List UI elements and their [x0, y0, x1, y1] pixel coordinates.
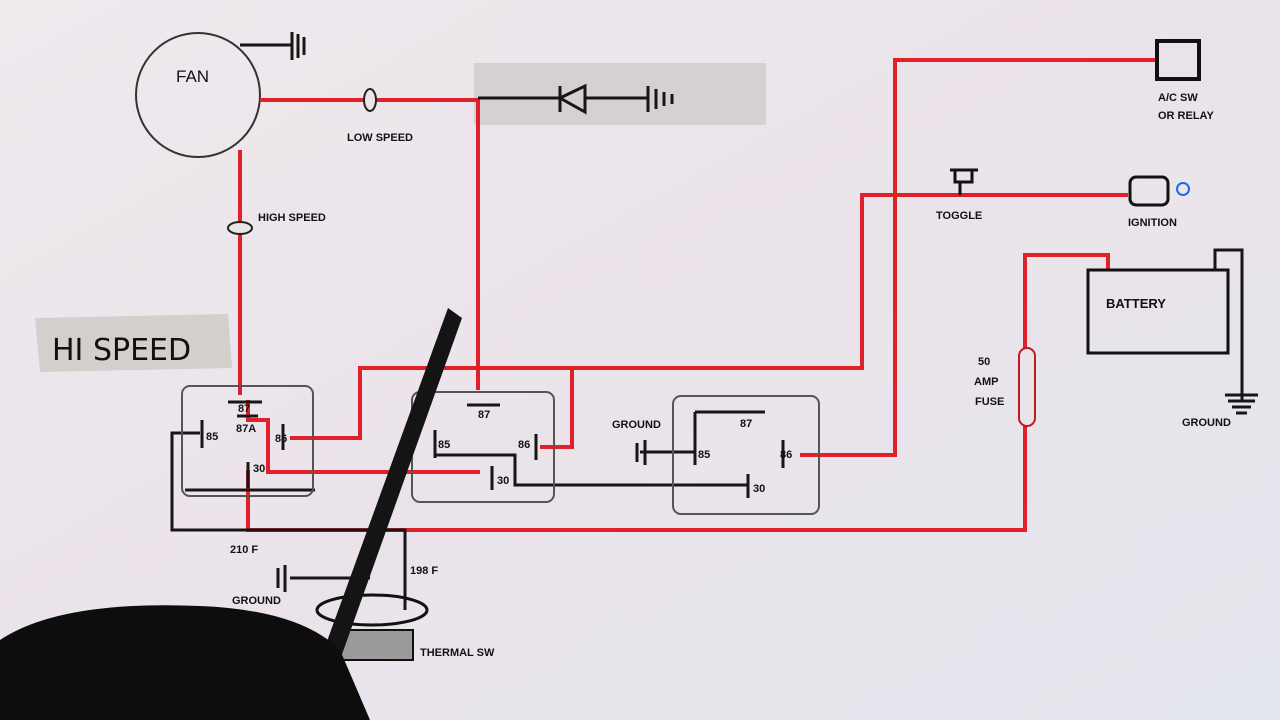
relay3-pin87: 87 — [740, 418, 752, 430]
relay2-pin86: 86 — [518, 439, 530, 451]
relay3-ground: GROUND — [612, 419, 661, 431]
fuse-label-1: 50 — [978, 356, 990, 368]
relay2-pin30: 30 — [497, 475, 509, 487]
fan-label: FAN — [176, 67, 209, 86]
fuse-icon — [1018, 347, 1036, 427]
ignition-label: IGNITION — [1128, 217, 1177, 229]
relay1-pin86: 86 — [275, 433, 287, 445]
diode-highlight — [474, 63, 766, 125]
relay3-pin30: 30 — [753, 483, 765, 495]
relay2-pin87: 87 — [478, 409, 490, 421]
temp-high-label: 210 F — [230, 544, 258, 556]
fuse-label-2: AMP — [974, 376, 998, 388]
battery-icon — [1086, 268, 1230, 355]
high-speed-label: HIGH SPEED — [258, 212, 326, 224]
temp-low-label: 198 F — [410, 565, 438, 577]
fuse-label-3: FUSE — [975, 396, 1004, 408]
battery-ground-label: GROUND — [1182, 417, 1231, 429]
relay1-pin87: 87 — [238, 403, 250, 415]
battery-label: BATTERY — [1106, 296, 1166, 311]
pen-pointer — [322, 308, 462, 660]
fan-motor: FAN — [135, 32, 306, 158]
relay3-pin86: 86 — [780, 449, 792, 461]
relay-3: GROUND 87 85 86 30 — [612, 395, 820, 515]
relay1-pin30: 30 — [253, 463, 265, 475]
low-speed-resistor — [363, 88, 377, 112]
relay-2: 87 85 86 30 — [411, 391, 555, 503]
ac-switch-box — [1155, 39, 1201, 81]
ignition-key-icon — [1176, 182, 1190, 196]
thermal-ground-label: GROUND — [232, 595, 281, 607]
relay3-pin85: 85 — [698, 449, 710, 461]
ground-wires — [170, 83, 1258, 610]
high-speed-resistor — [227, 221, 253, 235]
ignition-icon — [1128, 175, 1170, 207]
ac-switch-label-1: A/C SW — [1158, 92, 1198, 104]
hi-speed-note: HI SPEED — [35, 314, 232, 372]
low-speed-label: LOW SPEED — [347, 132, 413, 144]
relay2-pin85: 85 — [438, 439, 450, 451]
note-text: HI SPEED — [52, 333, 191, 368]
toggle-label: TOGGLE — [936, 210, 982, 222]
toggle-switch-icon — [950, 168, 978, 195]
relay-1: 87 87A 85 86 30 — [181, 385, 314, 497]
thermal-switch-label: THERMAL SW — [420, 647, 495, 659]
hand-silhouette — [0, 605, 370, 720]
relay1-pin87a: 87A — [236, 423, 256, 435]
relay1-pin85: 85 — [206, 431, 218, 443]
ac-switch-label-2: OR RELAY — [1158, 110, 1214, 122]
